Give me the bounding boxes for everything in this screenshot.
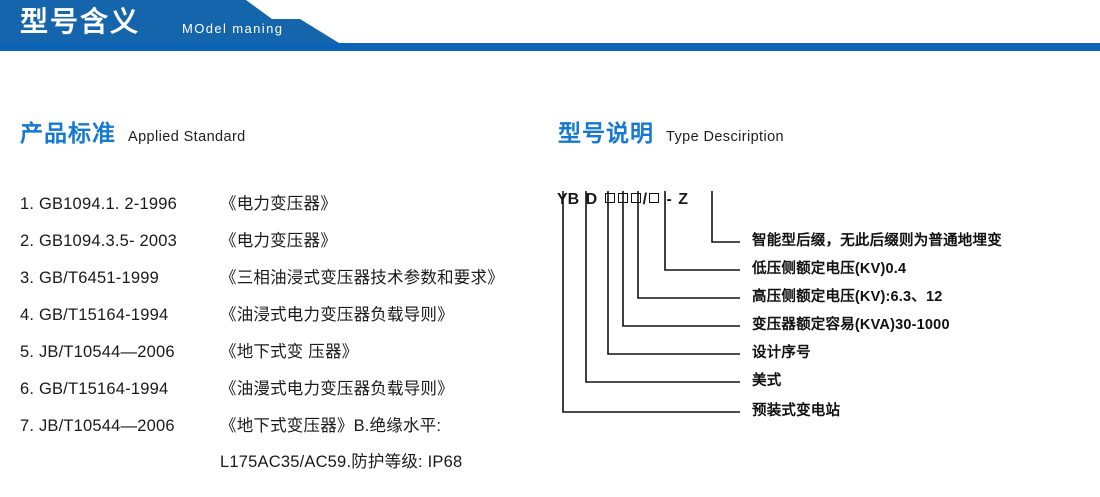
leader-elbow [562, 202, 740, 413]
leader-elbow [607, 202, 740, 355]
standard-name: 《电力变压器》 [220, 232, 337, 250]
standard-name: 《电力变压器》 [220, 195, 337, 213]
standard-row: 6. GB/T15164-1994 《油漫式电力变压器负载导则》 [20, 375, 550, 412]
leader-elbow [622, 202, 740, 327]
leader-elbow [585, 202, 740, 383]
standard-row: 1. GB1094.1. 2-1996 《电力变压器》 [20, 190, 550, 227]
type-heading-cn: 型号说明 [558, 120, 654, 146]
code-placeholder-box [631, 193, 642, 203]
standard-name: 《地下式变 压器》 [220, 343, 359, 361]
standard-code: 3. GB/T6451-1999 [20, 269, 159, 287]
code-placeholder-box [648, 193, 659, 203]
standard-name: 《油漫式电力变压器负载导则》 [220, 380, 454, 398]
standard-row: 3. GB/T6451-1999 《三相油浸式变压器技术参数和要求》 [20, 264, 550, 301]
code-text-segment: - [666, 191, 672, 208]
model-code-diagram: YB D / - Z 智能型后缀，无此后缀则为普通地埋变低压侧额定电压(KV)0… [552, 190, 1100, 440]
leader-elbow [711, 202, 740, 243]
leader-label: 变压器额定容易(KVA)30-1000 [752, 317, 950, 333]
type-heading-en: Type Desciription [666, 129, 785, 145]
standard-row: 7. JB/T10544—2006 《地下式变压器》B.绝缘水平: [20, 412, 550, 449]
standards-heading-cn: 产品标准 [20, 120, 116, 146]
leader-elbow [664, 202, 740, 271]
page-title-en: MOdel maning [182, 21, 284, 36]
leader-elbow [637, 202, 740, 299]
code-text-segment: D [585, 191, 598, 208]
standards-heading-en: Applied Standard [128, 129, 246, 145]
standard-code: 7. JB/T10544—2006 [20, 417, 175, 435]
standard-row: 2. GB1094.3.5- 2003 《电力变压器》 [20, 227, 550, 264]
page-header: 型号含义 MOdel maning [0, 0, 1100, 52]
leader-lines [562, 191, 740, 413]
standard-code: 4. GB/T15164-1994 [20, 306, 169, 324]
leader-label: 低压侧额定电压(KV)0.4 [752, 261, 907, 277]
header-divider-rule [0, 43, 1100, 51]
code-text-segment: / [642, 191, 648, 208]
standard-row: 4. GB/T15164-1994 《油浸式电力变压器负载导则》 [20, 301, 550, 338]
standard-code: 6. GB/T15164-1994 [20, 380, 169, 398]
standard-code: 1. GB1094.1. 2-1996 [20, 195, 177, 213]
page-title-cn: 型号含义 [20, 6, 141, 37]
leader-label: 设计序号 [752, 345, 811, 361]
standards-list: 1. GB1094.1. 2-1996《电力变压器》2. GB1094.3.5-… [20, 190, 550, 449]
leader-label: 预装式变电站 [752, 403, 841, 419]
type-description-section-heading: 型号说明 Type Desciription [558, 118, 784, 152]
standard-code: 5. JB/T10544—2006 [20, 343, 175, 361]
leader-label: 高压侧额定电压(KV):6.3、12 [752, 289, 943, 305]
standard-name: 《油浸式电力变压器负载导则》 [220, 306, 454, 324]
standard-row: 5. JB/T10544—2006 《地下式变 压器》 [20, 338, 550, 375]
code-text-segment: Z [678, 191, 688, 208]
leader-label: 美式 [752, 373, 782, 389]
standard-code: 2. GB1094.3.5- 2003 [20, 232, 177, 250]
standard-name: 《地下式变压器》B.绝缘水平: [220, 417, 442, 435]
standards-continuation-line: L175AC35/AC59.防护等级: IP68 [220, 453, 463, 471]
standards-section-heading: 产品标准 Applied Standard [20, 118, 246, 152]
standard-name: 《三相油浸式变压器技术参数和要求》 [220, 269, 504, 287]
code-placeholder-box [605, 193, 616, 203]
leader-label: 智能型后缀，无此后缀则为普通地埋变 [752, 233, 1002, 249]
